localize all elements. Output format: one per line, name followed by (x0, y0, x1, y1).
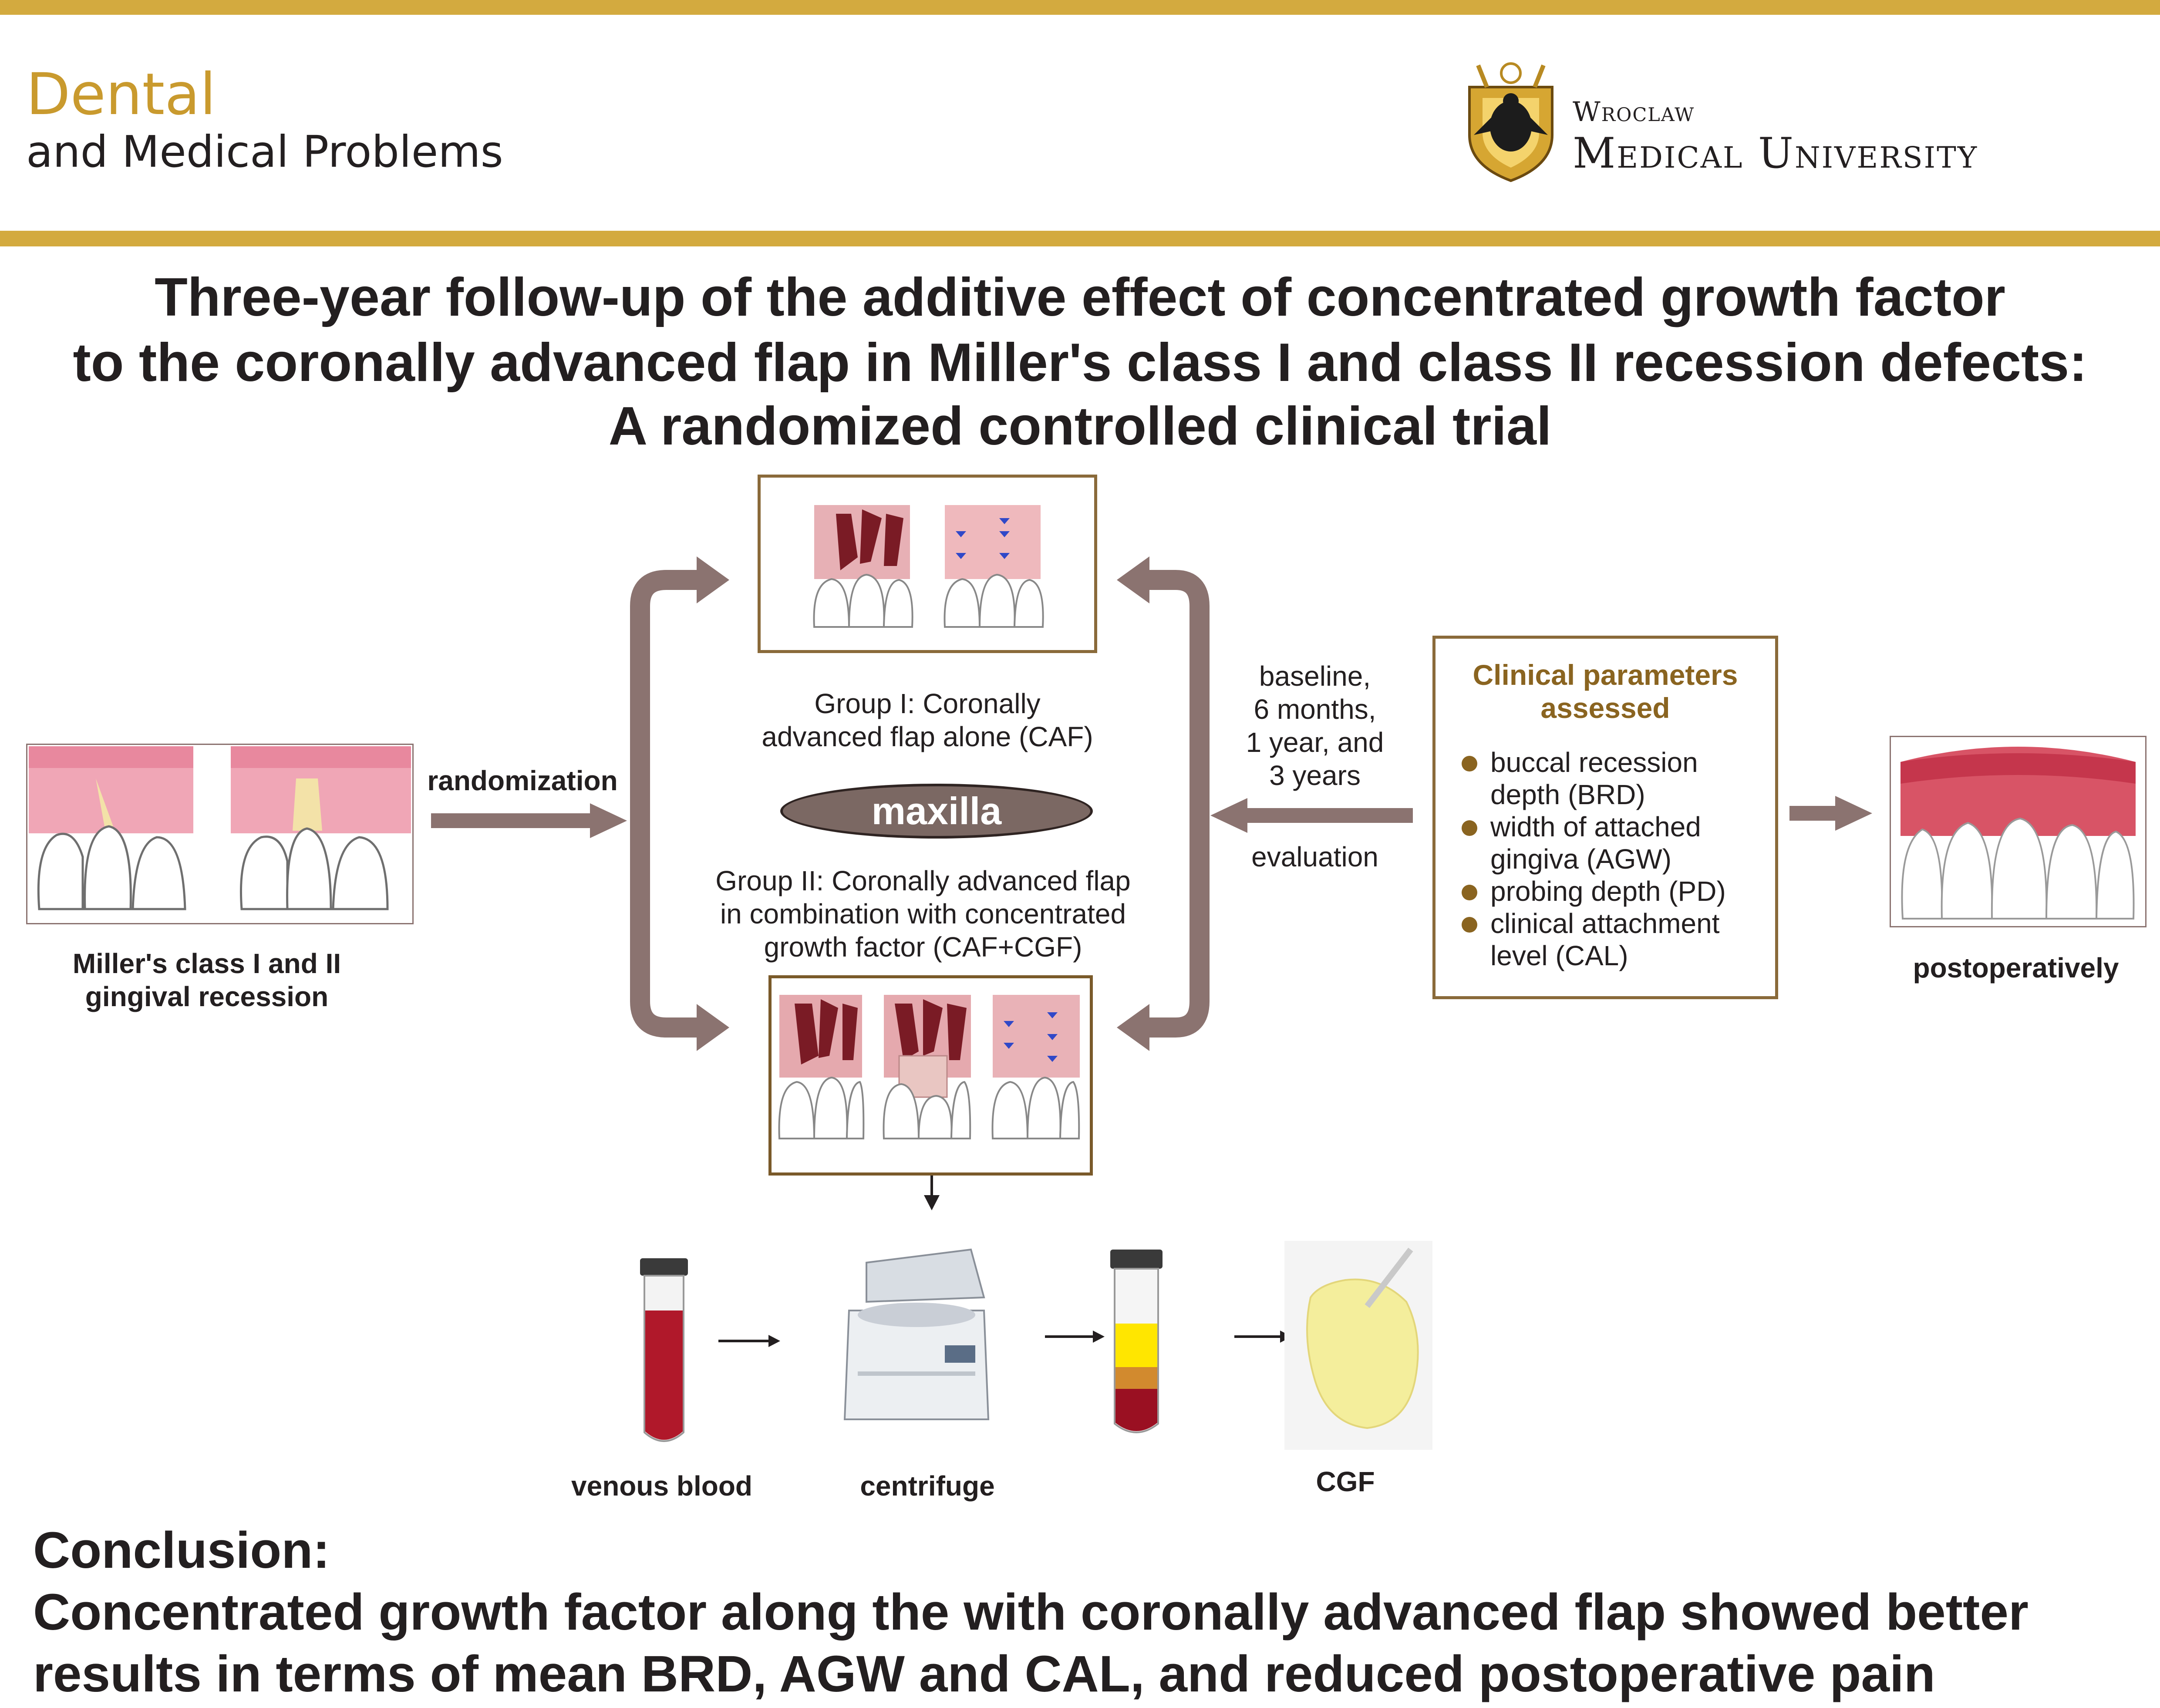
timing-line4: 3 years (1269, 760, 1361, 791)
group1-label-line1: Group I: Coronally (814, 688, 1041, 719)
postoperative-teeth-illustration (1890, 736, 2147, 927)
param-item-brd: buccal recession depth (BRD) (1462, 746, 1775, 811)
paper-title-line1: Three-year follow-up of the additive eff… (155, 267, 2005, 327)
centrifuge-label: centrifuge (860, 1470, 995, 1502)
maxilla-label: maxilla (780, 784, 1093, 839)
gingival-recession-illustration (26, 744, 414, 924)
paper-title-line3: A randomized controlled clinical trial (608, 396, 1552, 456)
group1-label-line2: advanced flap alone (CAF) (762, 721, 1093, 752)
recession-label-line2: gingival recession (85, 981, 329, 1012)
param-item-pd: probing depth (PD) (1462, 875, 1775, 907)
venous-blood-label: venous blood (571, 1470, 752, 1502)
group2-label-line1: Group II: Coronally advanced flap (715, 865, 1131, 896)
param-cal-line1: clinical attachment (1490, 908, 1720, 939)
cgf-label: CGF (1316, 1466, 1375, 1497)
conclusion-line2: results in terms of mean BRD, AGW and CA… (33, 1645, 1935, 1703)
paper-title-line2: to the coronally advanced flap in Miller… (73, 333, 2087, 393)
bullet-icon (1462, 820, 1477, 836)
conclusion-heading: Conclusion: (33, 1522, 330, 1579)
group2-label-line2: in combination with concentrated (720, 898, 1126, 930)
postoperatively-label: postoperatively (1913, 952, 2119, 984)
journal-name-subtitle: and Medical Problems (26, 126, 503, 177)
bullet-icon (1462, 917, 1477, 933)
group1-teeth-illustration (813, 505, 1044, 628)
evaluation-label: evaluation (1251, 841, 1378, 873)
conclusion-line1: Concentrated growth factor along the wit… (33, 1583, 2029, 1641)
param-item-cal: clinical attachment level (CAL) (1462, 907, 1775, 972)
centrifuge-icon (843, 1248, 990, 1420)
param-brd-line2: depth (BRD) (1490, 779, 1645, 810)
randomization-label: randomization (427, 765, 618, 796)
university-crest-icon (1468, 62, 1553, 182)
param-brd-line1: buccal recession (1490, 747, 1698, 778)
group2-label-line3: growth factor (CAF+CGF) (764, 931, 1082, 963)
cgf-tube-icon (1110, 1250, 1163, 1433)
param-pd-line1: probing depth (PD) (1490, 876, 1726, 907)
timing-line2: 6 months, (1254, 694, 1376, 725)
param-agw-line2: gingiva (AGW) (1490, 843, 1672, 875)
header-divider-bar (0, 231, 2160, 246)
timing-line3: 1 year, and (1246, 727, 1384, 758)
recession-label-line1: Miller's class I and II (72, 948, 341, 979)
params-title-line1: Clinical parameters (1473, 659, 1738, 691)
param-cal-line2: level (CAL) (1490, 940, 1628, 971)
journal-name-dental: Dental (26, 61, 216, 128)
bullet-icon (1462, 756, 1477, 771)
top-gold-bar (0, 0, 2160, 15)
bullet-icon (1462, 885, 1477, 900)
university-name-line1: Wroclaw (1573, 96, 1695, 128)
param-agw-line1: width of attached (1490, 811, 1701, 842)
timing-line1: baseline, (1259, 660, 1371, 692)
params-title-line2: assessed (1540, 692, 1670, 724)
group2-teeth-illustration (778, 995, 1080, 1139)
cgf-membrane-icon (1284, 1241, 1432, 1450)
clinical-parameters-box: Clinical parameters assessed buccal rece… (1432, 636, 1778, 999)
param-item-agw: width of attached gingiva (AGW) (1462, 811, 1775, 875)
venous-blood-tube-icon (640, 1258, 688, 1442)
university-name-line2: Medical University (1573, 129, 1978, 178)
